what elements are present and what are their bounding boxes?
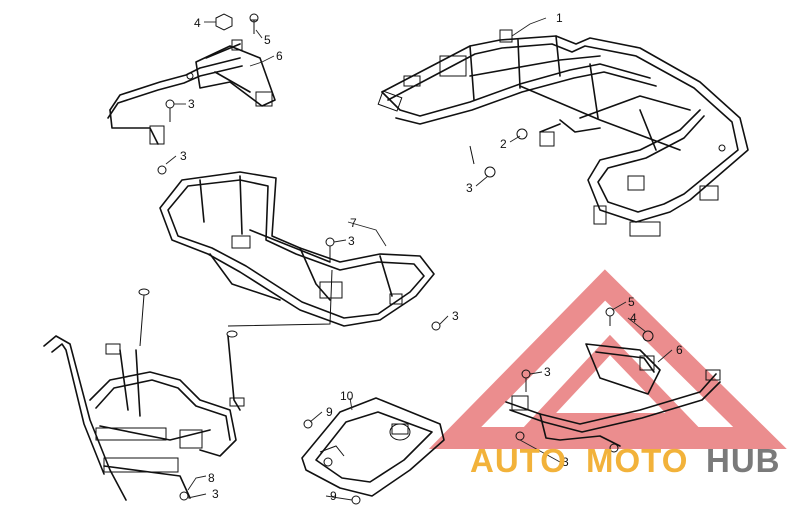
callout-6: 6 bbox=[676, 343, 683, 357]
callout-2: 2 bbox=[500, 137, 507, 151]
fasteners-top-left bbox=[157, 13, 259, 175]
callout-5: 5 bbox=[628, 295, 635, 309]
watermark-text: AUTO MOTO HUB bbox=[470, 442, 781, 479]
mount-bracket-right bbox=[505, 307, 721, 453]
callout-6: 6 bbox=[276, 49, 283, 63]
front-rack bbox=[159, 171, 441, 331]
watermark-auto: AUTO bbox=[470, 442, 567, 479]
skid-plate bbox=[301, 397, 445, 505]
callout-4: 4 bbox=[630, 311, 637, 325]
front-bumper bbox=[43, 269, 333, 501]
callout-3: 3 bbox=[452, 309, 459, 323]
callout-9: 9 bbox=[330, 489, 337, 503]
callout-3: 3 bbox=[544, 365, 551, 379]
callout-9: 9 bbox=[326, 405, 333, 419]
callout-8: 8 bbox=[208, 471, 215, 485]
callout-3: 3 bbox=[562, 455, 569, 469]
watermark-moto: MOTO bbox=[586, 442, 688, 479]
leader-lines bbox=[165, 17, 673, 501]
mount-bracket-left bbox=[107, 39, 276, 145]
callout-1: 1 bbox=[556, 11, 563, 25]
callout-labels: 1 2 3 4 5 6 3 3 7 3 3 8 3 10 9 9 5 4 6 3… bbox=[180, 11, 683, 503]
watermark-logo bbox=[428, 269, 787, 449]
callout-3: 3 bbox=[212, 487, 219, 501]
rear-rack bbox=[377, 29, 749, 237]
callout-10: 10 bbox=[340, 389, 354, 403]
callout-5: 5 bbox=[264, 33, 271, 47]
watermark-hub: HUB bbox=[706, 442, 781, 479]
callout-7: 7 bbox=[350, 216, 357, 230]
callout-3: 3 bbox=[188, 97, 195, 111]
watermark-triangle-outer bbox=[428, 269, 787, 449]
callout-3: 3 bbox=[466, 181, 473, 195]
callout-3: 3 bbox=[348, 234, 355, 248]
callout-4: 4 bbox=[194, 16, 201, 30]
watermark-triangle-inner bbox=[523, 334, 699, 427]
callout-3: 3 bbox=[180, 149, 187, 163]
